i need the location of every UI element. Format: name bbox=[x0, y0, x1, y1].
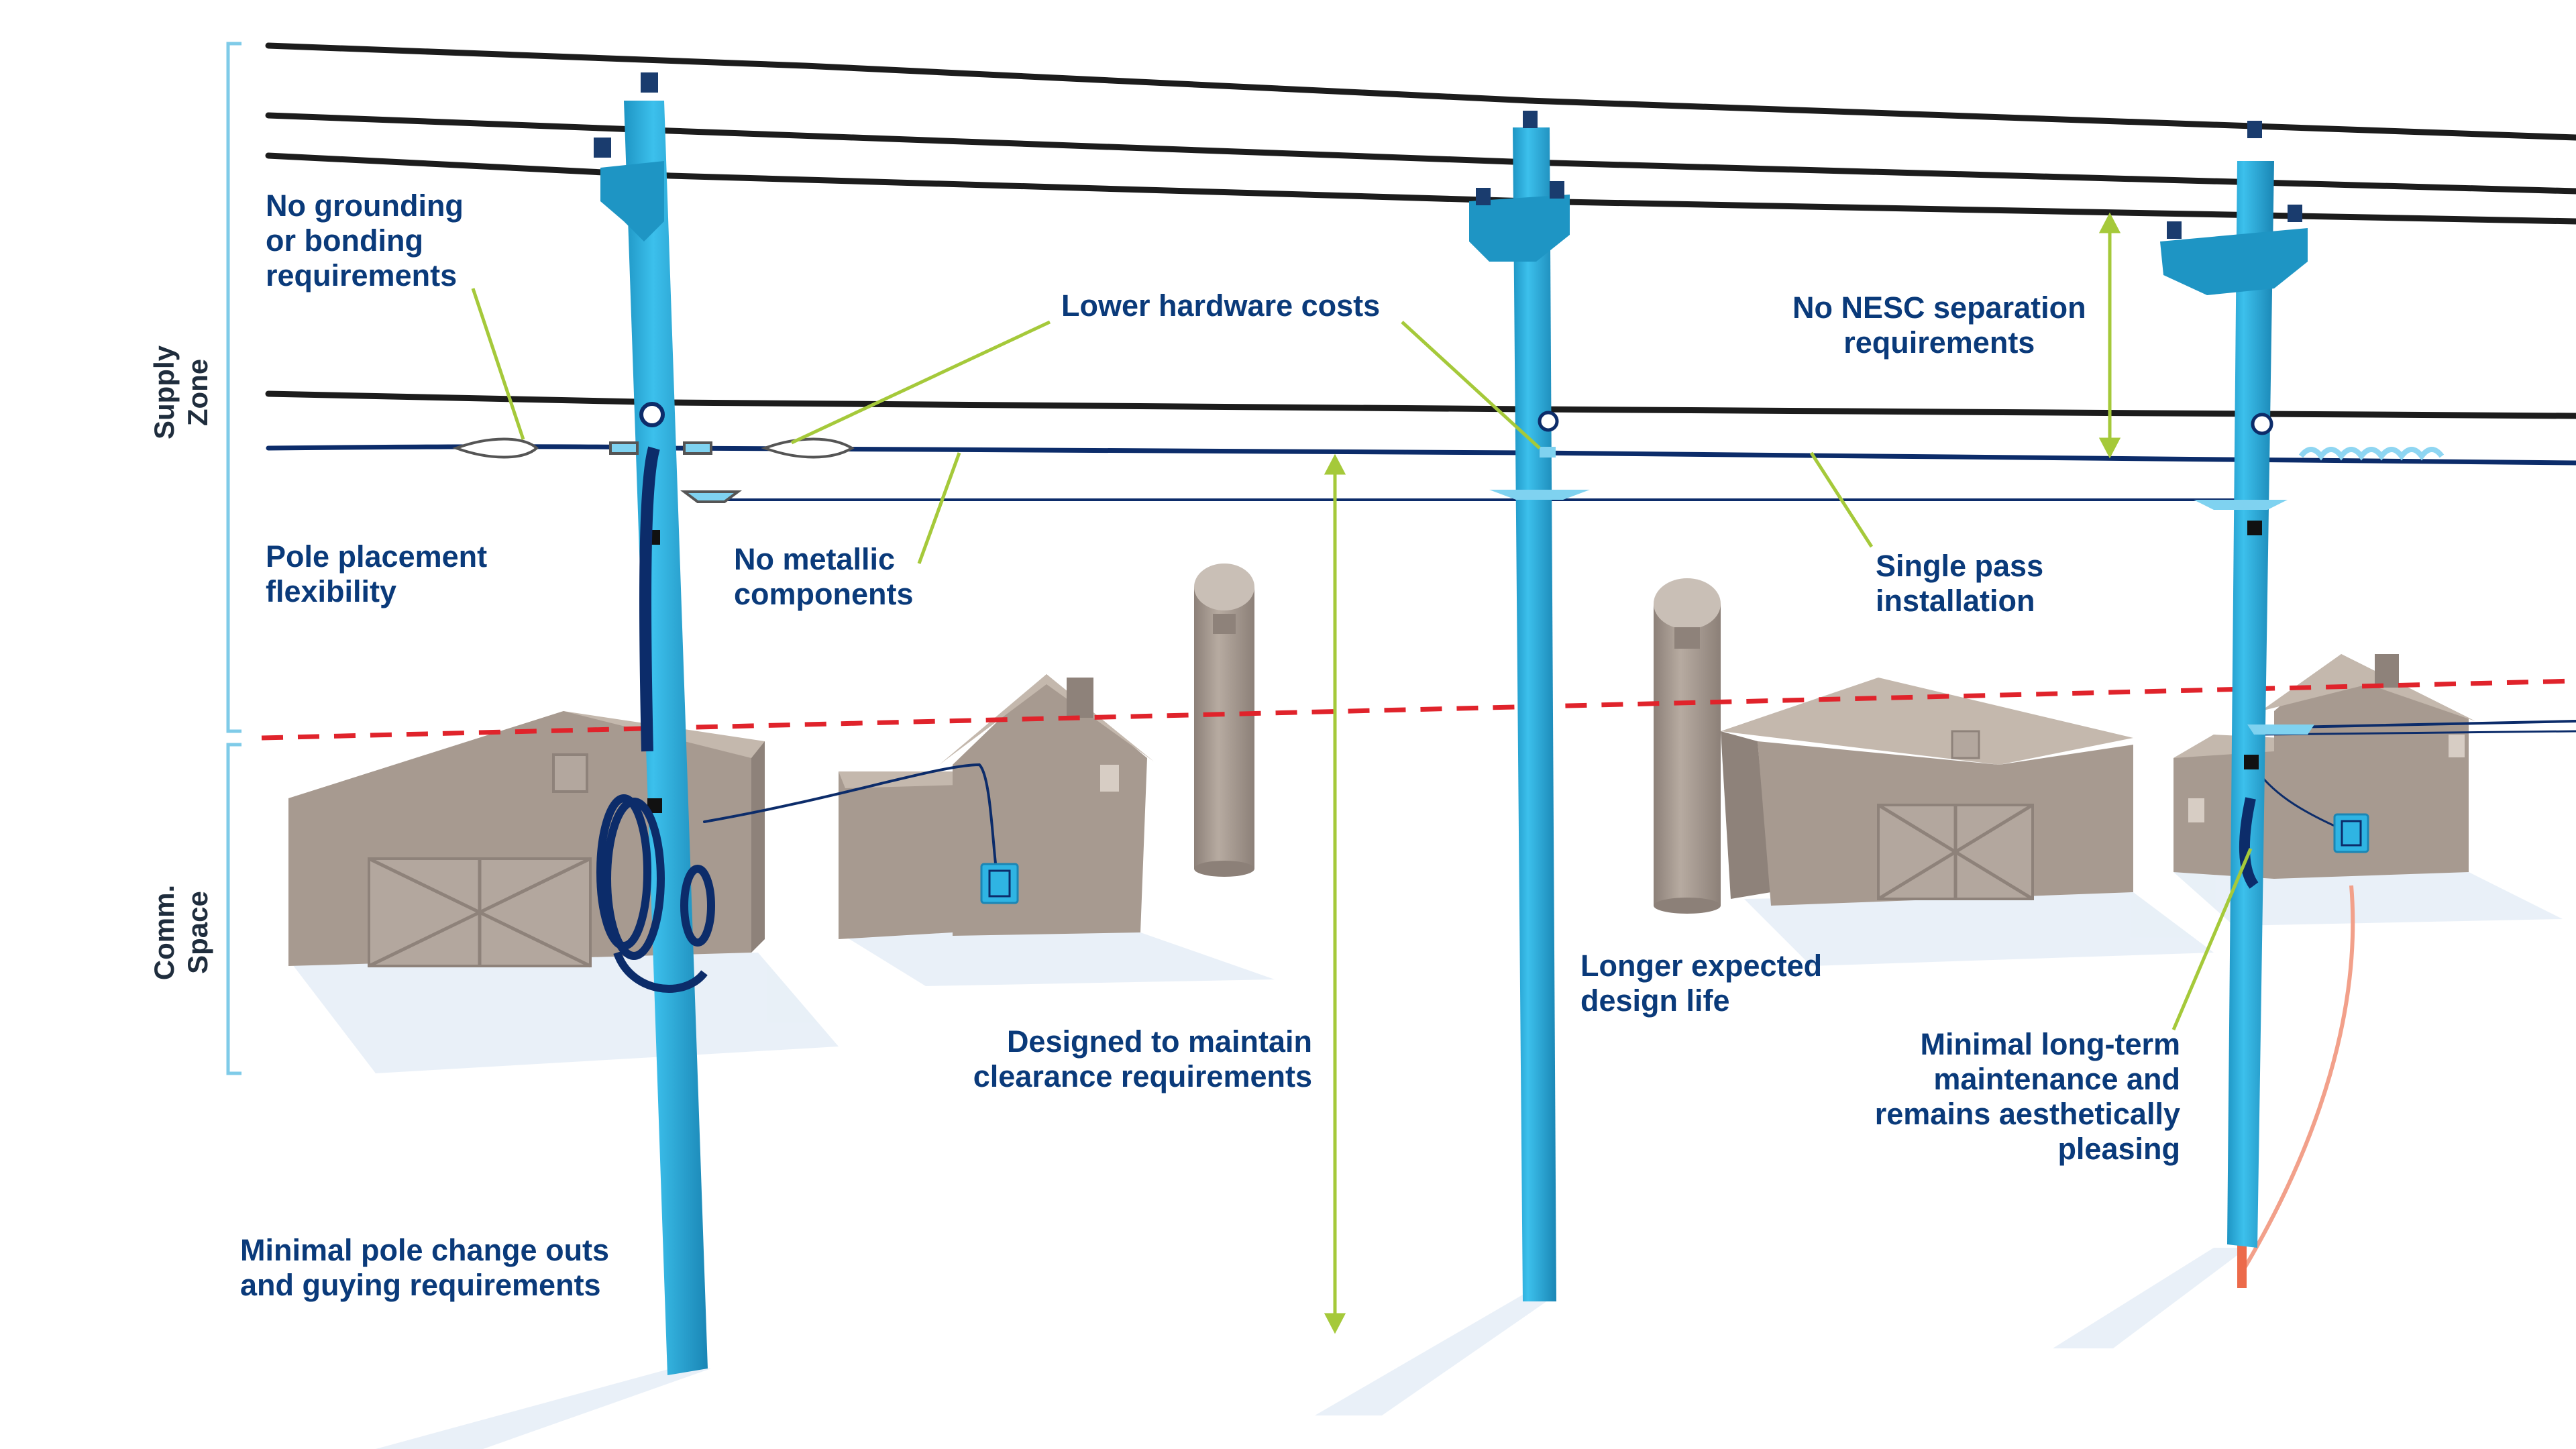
label-line: requirements bbox=[1843, 325, 2035, 360]
label-single-pass: Single pass installation bbox=[1876, 549, 2043, 619]
house-shadow-2 bbox=[2174, 872, 2563, 926]
label-line: Minimal pole change outs bbox=[240, 1233, 610, 1267]
pole-middle bbox=[1469, 111, 1590, 1301]
supply-zone-line-1: Supply bbox=[148, 345, 180, 440]
label-line: maintenance and bbox=[1933, 1062, 2180, 1096]
callout-lines bbox=[471, 288, 2253, 1030]
label-longer-life: Longer expected design life bbox=[1580, 949, 1822, 1018]
power-line-2 bbox=[265, 112, 2576, 195]
label-line: Pole placement bbox=[266, 539, 488, 574]
label-line: requirements bbox=[266, 258, 458, 292]
barn-right bbox=[1721, 678, 2133, 906]
pole-right bbox=[2160, 121, 2314, 1248]
house-shadow-1 bbox=[839, 932, 1275, 986]
ground-wire bbox=[2239, 885, 2355, 1276]
zone-separation-line bbox=[261, 678, 2576, 741]
label-line: flexibility bbox=[266, 574, 397, 608]
label-line: clearance requirements bbox=[973, 1059, 1312, 1093]
callout-single-pass bbox=[1809, 451, 1874, 548]
supply-zone-line-2: Zone bbox=[182, 358, 213, 427]
label-clearance: Designed to maintain clearance requireme… bbox=[957, 1024, 1312, 1094]
fiber-service-drop-right bbox=[2259, 720, 2576, 729]
label-line: Single pass bbox=[1876, 549, 2044, 583]
fiber-coil-left bbox=[596, 794, 715, 993]
label-line: Minimal long-term bbox=[1920, 1027, 2180, 1061]
callout-no-metallic bbox=[917, 452, 961, 564]
barn-left bbox=[288, 711, 765, 968]
supply-zone-bracket bbox=[226, 42, 241, 733]
label-line: and guying requirements bbox=[240, 1268, 601, 1302]
comm-space-line-1: Comm. bbox=[148, 884, 180, 981]
barn-shadow-2 bbox=[1744, 892, 2214, 966]
comm-space-label: Comm. Space bbox=[148, 865, 215, 1000]
power-lines bbox=[265, 42, 2576, 419]
callout-no-grounding bbox=[471, 288, 525, 440]
label-no-metallic: No metallic components bbox=[734, 542, 914, 612]
label-line: pleasing bbox=[2057, 1132, 2180, 1166]
power-line-3 bbox=[265, 152, 2576, 225]
spiral-damper bbox=[2298, 447, 2445, 461]
comm-space-line-2: Space bbox=[182, 891, 213, 974]
comm-space-bracket bbox=[226, 743, 241, 1075]
callout-minimal-maintenance bbox=[2171, 848, 2253, 1030]
label-line: No NESC separation bbox=[1792, 290, 2086, 325]
label-minimal-maintenance: Minimal long-term maintenance and remain… bbox=[1851, 1027, 2180, 1167]
terminal-box-right bbox=[2333, 813, 2369, 853]
label-no-grounding: No grounding or bonding requirements bbox=[266, 189, 464, 293]
terminal-box-left bbox=[980, 863, 1019, 904]
deadend-clamps bbox=[452, 437, 855, 503]
zone-brackets bbox=[226, 42, 241, 1075]
label-line: No metallic bbox=[734, 542, 896, 576]
silo-left bbox=[1194, 564, 1254, 877]
callout-lower-hardware-left bbox=[790, 320, 1051, 445]
label-line: Lower hardware costs bbox=[1061, 288, 1381, 323]
pole-shadow-2 bbox=[1315, 1295, 1556, 1415]
label-line: components bbox=[734, 577, 914, 611]
pole-left bbox=[594, 72, 708, 1375]
pole-shadow-1 bbox=[376, 1368, 711, 1449]
label-no-nesc: No NESC separation requirements bbox=[1792, 290, 2086, 360]
label-line: No grounding bbox=[266, 189, 464, 223]
dimension-arrows bbox=[1324, 212, 2121, 1334]
label-line: or bonding bbox=[266, 223, 423, 258]
label-minimal-pole: Minimal pole change outs and guying requ… bbox=[240, 1233, 609, 1303]
label-line: Longer expected bbox=[1580, 949, 1823, 983]
label-lower-hardware: Lower hardware costs bbox=[1061, 288, 1380, 323]
fiber-service-drop-left bbox=[703, 763, 1001, 887]
supply-zone-label: Supply Zone bbox=[148, 325, 215, 460]
ground-shadows bbox=[288, 872, 2563, 1449]
neutral-line bbox=[265, 390, 2576, 419]
label-pole-placement: Pole placement flexibility bbox=[266, 539, 487, 609]
callout-lower-hardware-right bbox=[1401, 321, 1541, 449]
label-line: remains aesthetically bbox=[1874, 1097, 2180, 1131]
label-line: installation bbox=[1876, 584, 2035, 618]
fiber-service-drop-right-2 bbox=[2259, 730, 2576, 736]
label-line: Designed to maintain bbox=[1006, 1024, 1312, 1059]
pole-shadow-3 bbox=[2053, 1248, 2247, 1348]
barn-shadow-1 bbox=[288, 953, 839, 1073]
silo-right bbox=[1654, 578, 1721, 914]
label-line: design life bbox=[1580, 983, 1730, 1018]
power-line-top bbox=[265, 42, 2576, 141]
